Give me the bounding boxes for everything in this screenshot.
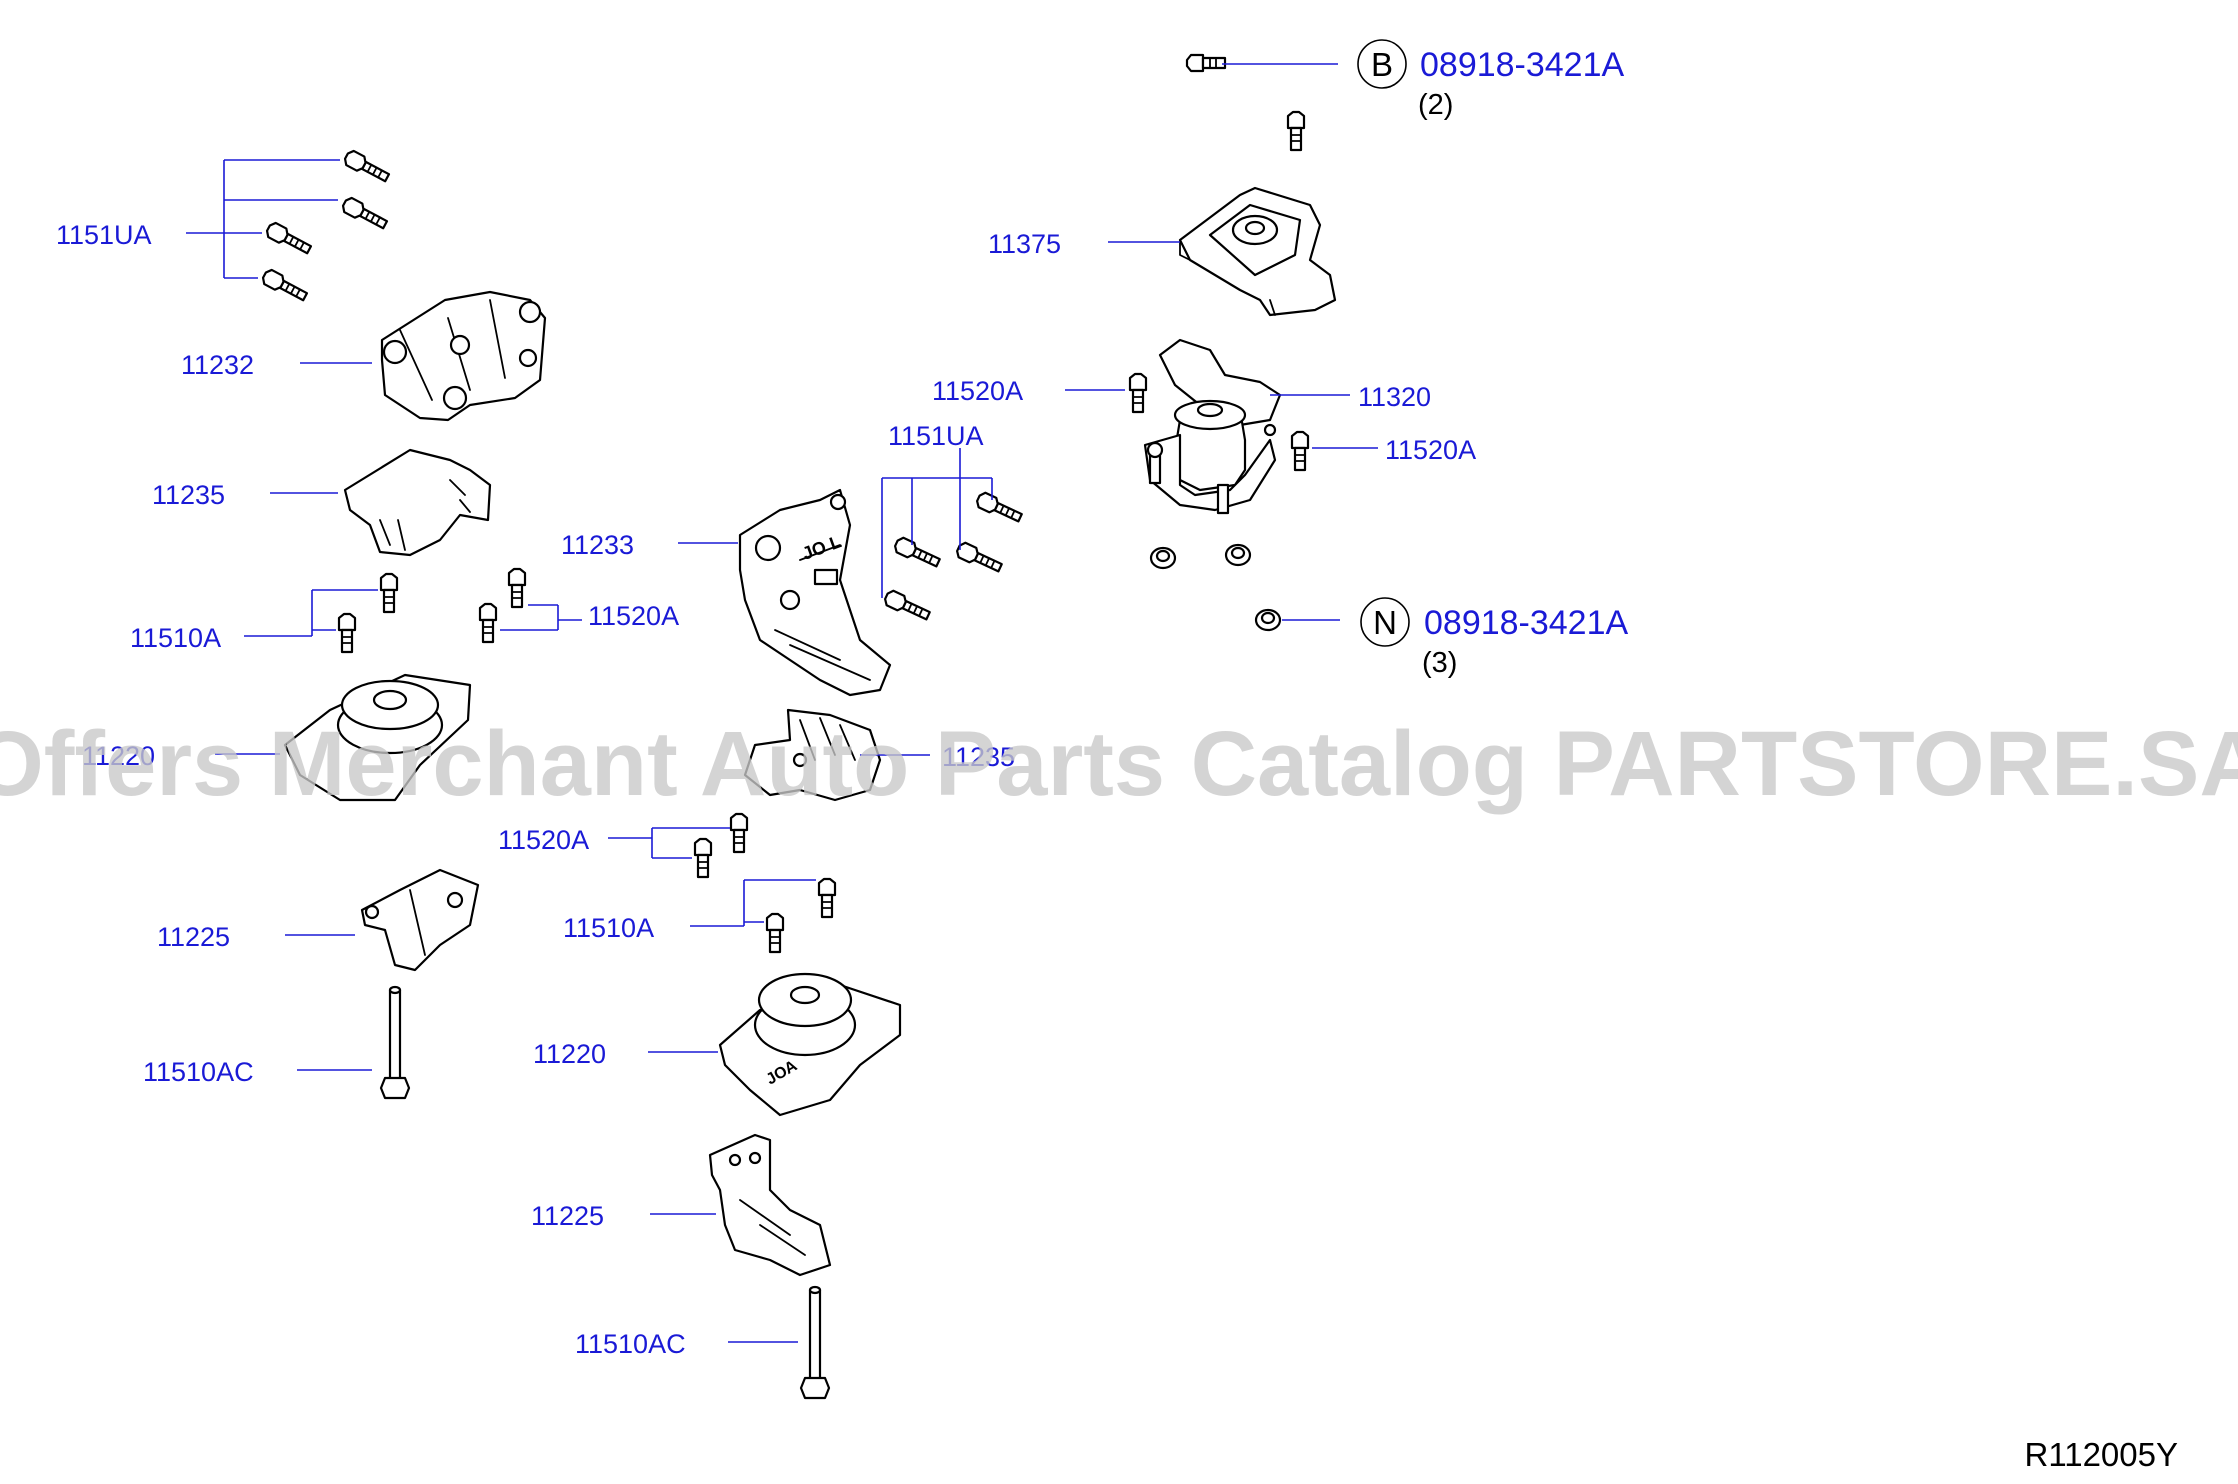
part-11235-shield-mid <box>743 708 882 802</box>
callout-n-letter: N <box>1373 604 1397 641</box>
label-11510ac-left[interactable]: 11510AC <box>143 1057 254 1087</box>
part-11225-bracket-lower <box>708 1133 832 1277</box>
label-11375[interactable]: 11375 <box>988 229 1061 259</box>
nut-callout-n <box>1254 608 1282 632</box>
nut-group-11320 <box>1149 543 1252 570</box>
part-11320-mount <box>1143 338 1282 515</box>
part-11220-mount-left <box>283 673 472 802</box>
label-11520a-lower[interactable]: 11520A <box>498 825 589 855</box>
label-11510a-lower[interactable]: 11510A <box>563 913 654 943</box>
bolt-11510ac-lower <box>799 1285 831 1400</box>
label-11225-lower[interactable]: 11225 <box>531 1201 604 1231</box>
bolt-11510a-lower-group <box>765 877 837 954</box>
part-11233-bracket: ЈО L <box>738 488 892 697</box>
part-11375-bracket <box>1178 186 1337 317</box>
leader-11520a-mid <box>500 604 582 631</box>
bolt-11510ac-left <box>379 985 411 1100</box>
leader-1151ua-mid <box>881 448 993 598</box>
bolt-1151ua-mid-group <box>881 489 1025 625</box>
diagram-code: R112005Y <box>2024 1436 2178 1473</box>
label-11510a-left[interactable]: 11510A <box>130 623 221 653</box>
leader-11520a-lower <box>608 827 730 859</box>
bolt-11520a-lower-group <box>693 812 749 879</box>
bolt-11510a-left-group <box>337 572 399 654</box>
part-11225-bracket-left <box>360 868 480 972</box>
label-11220-left[interactable]: 11220 <box>82 741 155 771</box>
label-11233[interactable]: 11233 <box>561 530 634 560</box>
part-11220-mount-lower: ЈОА <box>718 972 902 1117</box>
bolt-11520a-right2 <box>1290 430 1310 472</box>
callout-n-quantity: (3) <box>1422 647 1457 679</box>
label-11520a-right1[interactable]: 11520A <box>932 376 1023 406</box>
watermark: Offers Merchant Auto Parts Catalog PARTS… <box>0 713 2238 815</box>
leader-1151ua-left <box>186 159 340 279</box>
label-11232[interactable]: 11232 <box>181 350 254 380</box>
label-1151ua-left[interactable]: 1151UA <box>56 220 152 250</box>
callout-b-circle <box>1357 39 1407 89</box>
callout-b-part-number[interactable]: 08918-3421A <box>1420 46 1625 84</box>
callout-n-circle <box>1360 597 1410 647</box>
label-11510ac-lower[interactable]: 11510AC <box>575 1329 686 1359</box>
callout-b-letter: B <box>1371 46 1393 83</box>
label-11225-left[interactable]: 11225 <box>157 922 230 952</box>
leader-11510a-lower <box>690 879 816 927</box>
label-11235-left[interactable]: 11235 <box>152 480 225 510</box>
bolt-top-right <box>1286 110 1306 152</box>
label-11235-mid[interactable]: 11235 <box>942 742 1015 772</box>
part-11235-shield-left <box>343 448 492 557</box>
label-11320[interactable]: 11320 <box>1358 382 1431 412</box>
label-11520a-right2[interactable]: 11520A <box>1385 435 1476 465</box>
label-1151ua-mid[interactable]: 1151UA <box>888 421 984 451</box>
callout-b-quantity: (2) <box>1418 89 1453 121</box>
label-11220-lower[interactable]: 11220 <box>533 1039 606 1069</box>
callout-n-part-number[interactable]: 08918-3421A <box>1424 604 1629 642</box>
part-11232-bracket <box>380 290 547 422</box>
bolt-11520a-right1 <box>1128 372 1148 414</box>
bolt-1151ua-left-group <box>259 147 392 305</box>
bolt-11520a-mid-group <box>478 567 527 644</box>
bolt-callout-b <box>1185 53 1227 73</box>
label-11520a-mid[interactable]: 11520A <box>588 601 679 631</box>
leader-11510a-left <box>244 589 378 637</box>
